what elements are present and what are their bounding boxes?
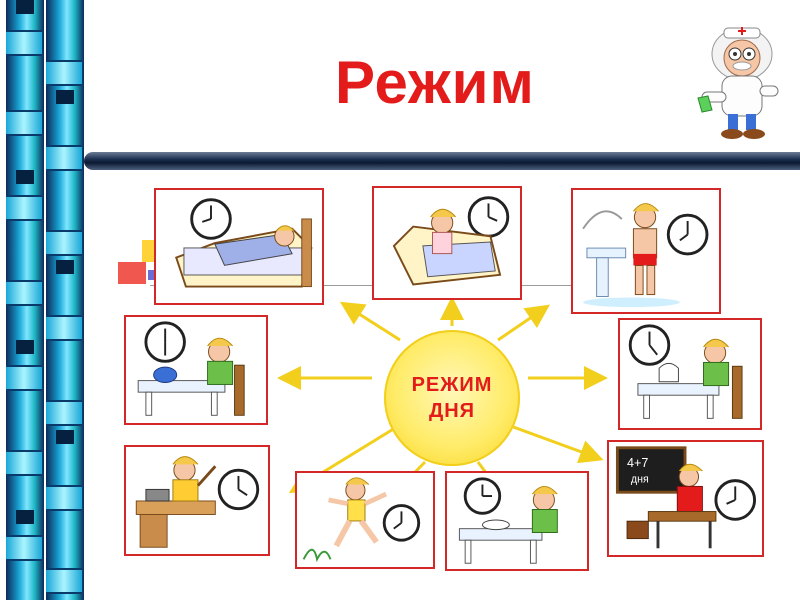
clock-icon [192,200,231,239]
strip-notch [16,340,34,354]
panel-breakfast [124,315,268,425]
strip-segment [6,365,42,391]
strip-segment [46,145,82,171]
decorative-squares [118,240,158,296]
panel-sleep [154,188,324,305]
sun-label-line1: РЕЖИМ [412,372,493,398]
clock-icon [146,323,185,362]
clock-icon [465,479,500,514]
strip-notch [56,260,74,274]
panel-lunch [445,471,589,571]
strip-segment [6,450,42,476]
clock-icon [668,215,707,254]
title-divider-bar [84,152,800,170]
clock-icon [630,326,669,365]
doctor-mascot-icon [694,14,790,142]
blackboard-line1: 4+7 [627,456,648,470]
strip-notch [56,430,74,444]
strip-notch [16,0,34,14]
strip-segment [46,230,82,256]
panel-afternoon-tea [618,318,762,430]
strip-segment [46,400,82,426]
arrow-to-school-lesson [508,425,598,458]
slide-title: Режим [0,48,800,117]
arrow-to-sleep [345,305,400,340]
panel-waking [372,186,522,300]
clock-icon [469,198,508,237]
panel-school-lesson: 4+7 дня [607,440,764,557]
strip-segment [46,568,82,594]
clock-icon [219,470,258,509]
clock-icon [384,506,419,541]
clock-icon [716,481,755,520]
strip-segment [6,535,42,561]
strip-segment [46,315,82,341]
panel-walk [295,471,435,569]
arrow-to-washing [498,308,545,340]
daily-routine-sun: РЕЖИМ ДНЯ [384,330,520,466]
panel-homework [124,445,270,556]
blackboard-line2: дня [631,474,649,486]
blackboard: 4+7 дня [617,448,685,492]
strip-notch [16,510,34,524]
strip-segment [6,280,42,306]
strip-segment [6,195,42,221]
panel-washing [571,188,721,314]
strip-segment [46,485,82,511]
strip-notch [16,170,34,184]
sun-label-line2: ДНЯ [429,398,475,424]
